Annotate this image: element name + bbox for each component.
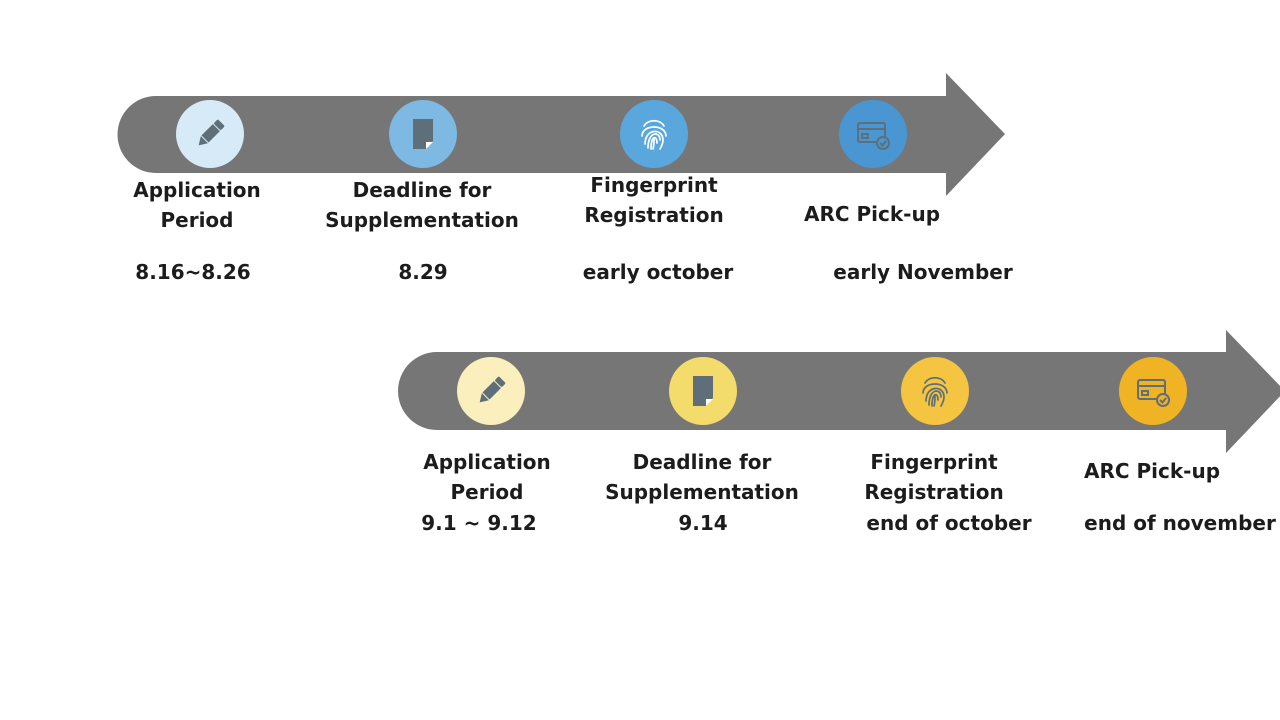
fingerprint-icon xyxy=(641,119,667,150)
timeline-2-step-4-circle xyxy=(1119,357,1187,425)
label-line-1: Deadline for xyxy=(632,450,772,474)
timeline-2-step-2-date: 9.14 xyxy=(678,511,728,535)
timeline-1-step-1-circle xyxy=(176,100,244,168)
timeline-2-step-1-circle xyxy=(457,357,525,425)
timeline-2-step-3-label: Fingerprint Registration xyxy=(864,447,1003,507)
timeline-2-step-3-date: end of october xyxy=(866,511,1032,535)
document-icon xyxy=(693,376,713,406)
card-icon xyxy=(857,122,890,150)
label-line-1: Application xyxy=(133,178,261,202)
timeline-1-step-2-label: Deadline for Supplementation xyxy=(325,175,519,235)
timeline-2-step-1-label: Application Period xyxy=(423,447,551,507)
label-line-1: Fingerprint xyxy=(590,173,718,197)
label-line-2: Registration xyxy=(584,203,724,227)
timeline-2-step-4-date: end of november xyxy=(1084,511,1276,535)
document-icon xyxy=(413,119,433,149)
label-line-2: Period xyxy=(160,208,234,232)
timeline-1-step-4-date: early November xyxy=(833,260,1013,284)
timeline-2-step-3-circle xyxy=(901,357,969,425)
label-line-2: Registration xyxy=(864,480,1004,504)
pencil-icon xyxy=(479,376,506,403)
label-line-1: ARC Pick-up xyxy=(803,202,941,226)
pencil-icon xyxy=(198,119,225,146)
timeline-1-step-3-date: early october xyxy=(582,260,734,284)
label-line-2: Period xyxy=(450,480,524,504)
label-line-1: Deadline for xyxy=(352,178,492,202)
timeline-1-step-4-circle xyxy=(839,100,907,168)
label-line-2: Supplementation xyxy=(605,480,799,504)
timeline-1-step-3-label: Fingerprint Registration xyxy=(584,170,723,230)
timeline-1-step-1-date: 8.16~8.26 xyxy=(135,260,251,284)
card-icon xyxy=(1137,379,1170,407)
timeline-2-step-1-date: 9.1 ~ 9.12 xyxy=(421,511,537,535)
label-line-1: ARC Pick-up xyxy=(1083,459,1221,483)
timeline-2-step-2-circle xyxy=(669,357,737,425)
timeline-1-step-2-date: 8.29 xyxy=(398,260,448,284)
label-line-2: Supplementation xyxy=(325,208,519,232)
label-line-1: Application xyxy=(423,450,551,474)
label-line-1: Fingerprint xyxy=(870,450,998,474)
timeline-2-step-2-label: Deadline for Supplementation xyxy=(605,447,799,507)
timeline-1-step-2-circle xyxy=(389,100,457,168)
fingerprint-icon xyxy=(922,376,948,407)
timeline-2-step-4-label: ARC Pick-up xyxy=(1084,456,1220,486)
timeline-1-step-4-label: ARC Pick-up xyxy=(804,199,940,229)
timeline-1-step-3-circle xyxy=(620,100,688,168)
timeline-1-step-1-label: Application Period xyxy=(133,175,261,235)
